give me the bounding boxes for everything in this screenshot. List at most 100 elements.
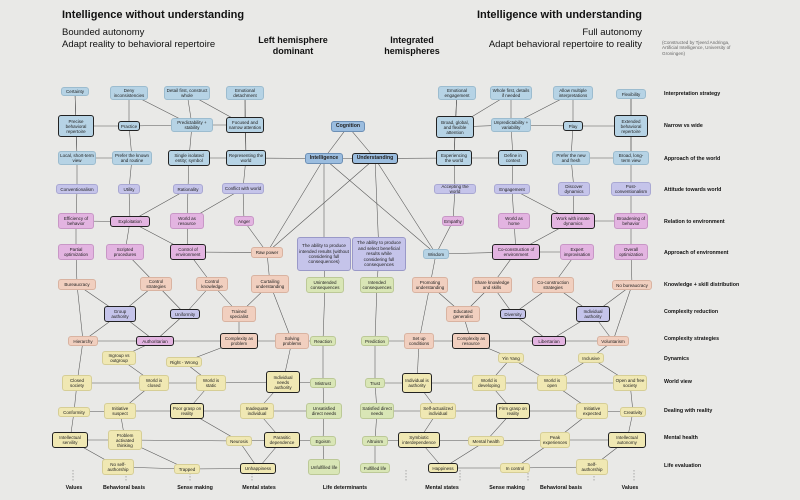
node-local-short: Local, short-term view	[58, 151, 96, 165]
node-indiv-is-auth: Individual is authority	[402, 373, 432, 393]
node-fulfilled-life: Fulfilled life	[360, 463, 390, 473]
bottom-label: Sense making	[489, 485, 525, 491]
node-control-know: Control knowledge	[196, 277, 228, 291]
node-co-construct-strat: Co-construction strategies	[532, 277, 574, 293]
node-mistrust: Mistrust	[310, 378, 336, 388]
bottom-label: Mental states	[242, 485, 276, 491]
node-happiness: Happiness	[428, 463, 458, 473]
node-unsatisfied: Unsatisfied direct needs	[306, 403, 342, 419]
node-bureaucracy: Bureaucracy	[58, 279, 96, 290]
link-line	[322, 284, 326, 342]
node-engagement: Engagement	[494, 184, 530, 194]
node-emo-detach: Emotional detachment	[226, 86, 264, 100]
node-allow-multiple: Allow multiple interpretations	[553, 86, 593, 100]
left-subtitle-1: Bounded autonomy	[62, 27, 145, 38]
node-prediction: Prediction	[361, 336, 389, 346]
node-work-innate: Work with innate dynamics	[551, 213, 595, 229]
link-line	[374, 284, 378, 342]
node-ingroup: Ingroup vs outgroup	[102, 351, 136, 365]
node-self-auth: Self-authorship	[576, 459, 608, 475]
node-conventionalism: Conventionalism	[56, 184, 98, 194]
category-label: Mental health	[664, 435, 698, 441]
link-line	[452, 188, 456, 222]
link-line	[269, 283, 293, 342]
node-libertarian: Libertarian	[532, 336, 566, 346]
node-unhappiness: Unhappiness	[240, 463, 276, 474]
node-discover-dyn: Discover dynamics	[558, 182, 590, 196]
right-title: Intelligence with understanding	[476, 9, 642, 21]
bottom-label: Behavioral basis	[102, 485, 146, 491]
node-box-left: The ability to produce intended results …	[297, 237, 351, 271]
bottom-label: Values	[65, 485, 83, 491]
node-authoritarian: Authoritarian	[136, 336, 174, 346]
category-label: Dealing with reality	[664, 408, 713, 414]
node-representing: Representing the world	[226, 150, 266, 166]
node-right-wrong: Right - Wrong	[166, 357, 202, 367]
bottom-label: Life determinants	[322, 485, 368, 491]
bottom-label: Mental states	[425, 485, 459, 491]
link-line	[124, 439, 240, 442]
category-label: World view	[664, 379, 692, 385]
mid-left-heading-line1: Left hemisphere	[258, 35, 328, 45]
node-indiv-needs-auth: Individual needs authority	[266, 371, 300, 393]
node-altruism: Altruism	[362, 436, 388, 446]
category-label: Dynamics	[664, 356, 690, 362]
category-label: Approach of the world	[664, 156, 721, 162]
node-wisdom: Wisdom	[423, 249, 449, 259]
mid-left-heading: Left hemisphere dominant	[258, 35, 328, 57]
node-emo-engagement: Emotional engagement	[438, 86, 476, 100]
node-educated-gen: Educated generalist	[446, 306, 480, 322]
link-line	[266, 158, 325, 253]
category-label: Relation to environment	[664, 219, 725, 225]
node-closed-society: Closed society	[62, 375, 92, 391]
node-poor-grasp: Poor grasp on reality	[170, 403, 204, 419]
node-symbiotic: Symbiotic interdependence	[398, 432, 440, 448]
node-parasitic: Parasitic dependence	[264, 432, 300, 448]
left-subtitle-2: Adapt reality to behavioral repertoire	[62, 39, 216, 50]
node-complexity-problem: Complexity as problem	[220, 333, 258, 349]
node-exploitation: Exploitation	[110, 216, 150, 227]
link-line	[323, 158, 437, 255]
node-broad-attention: Broad, global, and flexible attention	[436, 116, 474, 138]
category-label: Narrow vs wide	[664, 123, 703, 129]
node-trapped: Trapped	[174, 464, 200, 474]
node-control-env: Control of environment	[170, 244, 206, 260]
node-detail-first-l: Detail first, construct whole	[164, 86, 210, 100]
node-firm-grasp: Firm grasp on reality	[496, 403, 530, 419]
node-certainty: Certainty	[61, 87, 89, 96]
bottom-label: Values	[621, 485, 639, 491]
node-hierarchy: Hierarchy	[68, 336, 98, 346]
node-world-static: World is static	[196, 375, 226, 391]
node-extended-rep: Extended behavioral repertoire	[614, 115, 648, 137]
node-single-isolated: Single isolated entity; symbol	[168, 150, 210, 166]
category-label: Complexity strategies	[664, 336, 720, 342]
node-solving-problems: Solving problems	[275, 333, 309, 349]
node-accepting-world: Accepting the world	[434, 184, 476, 194]
node-initiative-suspect: Initiative suspect	[104, 403, 136, 419]
node-diversity: Diversity	[500, 309, 526, 319]
right-subtitle-1: Full autonomy	[582, 27, 642, 38]
node-overall-opt: Overall optimization	[614, 244, 648, 260]
mid-right-heading: Integrated hemispheres	[377, 35, 447, 57]
node-intelligence: Intelligence	[305, 153, 343, 164]
node-prefer-known: Prefer the known and routine	[112, 151, 152, 165]
node-world-resource: World as resource	[170, 213, 204, 229]
mid-left-heading-line2: dominant	[272, 46, 314, 56]
node-expert-improv: Expert improvisation	[560, 244, 594, 260]
node-whole-first: Whole first, details if needed	[490, 86, 532, 100]
node-creativity: Creativity	[620, 407, 646, 417]
node-satisfied: Satisfied direct needs	[360, 403, 394, 419]
node-broad-long: Broad, long-term view	[613, 151, 649, 165]
node-focused-narrow: Focused and narrow attention	[226, 117, 264, 133]
node-intellectual-autonomy: Intellectual autonomy	[608, 432, 646, 448]
node-box-right: The ability to produce and select benefi…	[352, 237, 406, 271]
node-utility: Utility	[118, 184, 140, 194]
node-reaction: Reaction	[310, 336, 336, 346]
node-flexibility: Flexibility	[616, 89, 646, 99]
node-rationality: Rationality	[173, 184, 203, 194]
node-self-actualized: Self-actualized individual	[420, 403, 456, 419]
node-mental-health-node: Mental health	[468, 436, 504, 446]
node-neurosis: Neurosis	[226, 436, 252, 446]
node-intellectual-servility: Intellectual servility	[52, 432, 88, 448]
